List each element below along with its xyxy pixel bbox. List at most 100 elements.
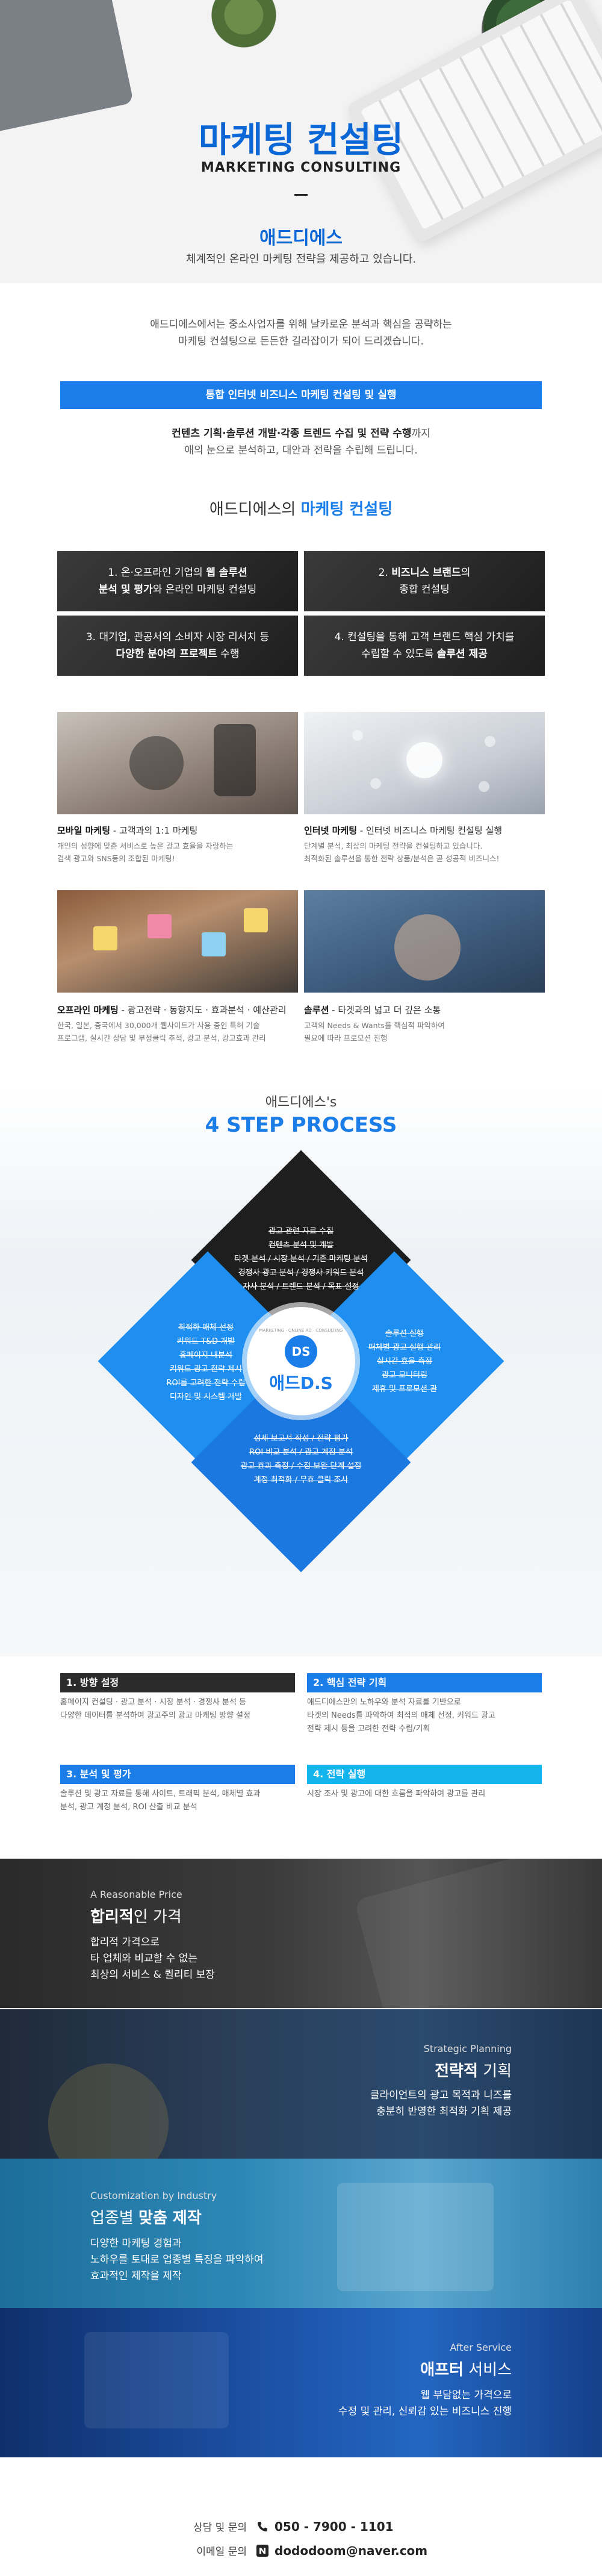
step-4-desc: 시장 조사 및 광고에 대한 흐름을 파악하여 광고를 관리 [307,1788,548,1801]
consulting-box-3: 3. 대기업, 관공서의 소비자 시장 리서치 등 다양한 분야의 프로젝트 수… [57,616,298,676]
contact-phone-row: 상담 및 문의 050 - 7900 - 1101 [181,2519,394,2534]
feature-desc: 웹 부담없는 가격으로 수정 및 관리, 신뢰감 있는 비즈니스 진행 [271,2387,512,2420]
process-item: 타겟 분석 / 시장 분석 / 기존 마케팅 분석 [234,1255,368,1264]
process-item: 광고 모니터링 [382,1371,427,1380]
divider [294,194,308,196]
box-text: 종합 컨설팅 [399,584,450,596]
process-top-text: 광고 관련 자료 수집 컨텐츠 분석 및 개발 타겟 분석 / 시장 분석 / … [194,1224,408,1294]
process-item: 경쟁사 광고 분석 / 경쟁사 키워드 분석 [238,1268,364,1277]
feature-desc-line: 타 업체와 비교할 수 없는 [90,1953,198,1965]
phone-number[interactable]: 050 - 7900 - 1101 [256,2519,394,2534]
process-item: 광고 관련 자료 수집 [268,1227,334,1236]
feature-title-bold: 애프터 [420,2361,464,2379]
step-desc-line: 애드디에스만의 노하우와 분석 자료를 기반으로 [307,1698,461,1707]
step-desc-line: 타겟의 Needs를 파악하여 최적의 매체 선정, 키워드 광고 [307,1711,496,1720]
feature-desc-line: 클라이언트의 광고 목적과 니즈를 [370,2089,512,2101]
process-right-text: 솔루션 실행 매체별 광고 실행 관리 실시간 효율 측정 광고 모니터링 제휴… [338,1327,471,1396]
consulting-title-strong: 마케팅 컨설팅 [300,501,393,519]
service-title-bold: 인터넷 마케팅 [304,825,358,836]
consulting-box-4: 4. 컨설팅을 통해 고객 브랜드 핵심 가치를 수립할 수 있도록 솔루션 제… [304,616,545,676]
intro-bold: 컨텐츠 기획·솔루션 개발·각종 트렌드 수집 및 전략 수행 [172,428,412,440]
service-title: 솔루션 - 타겟과의 넓고 더 깊은 소통 [304,1003,441,1016]
feature-title-pre: 업종별 [90,2209,139,2227]
step-4-label: 4. 전략 실행 [307,1765,542,1784]
process-item: 자사 분석 / 트렌드 분석 / 목표 설정 [243,1282,359,1291]
feature-tag: A Reasonable Price [90,1889,182,1900]
box-text: 수행 [217,648,240,660]
service-title-bold: 오프라인 마케팅 [57,1005,119,1015]
process-item: 키워드 광고 전략 제시 [169,1365,243,1374]
process-subtitle: 애드디에스's [265,1095,337,1110]
process-item: 실시간 효율 측정 [377,1357,432,1366]
hero-banner: 마케팅 컨설팅 MARKETING CONSULTING 애드디에스 체계적인 … [0,0,602,283]
feature-title-rest: 기획 [477,2062,512,2080]
center-logo: MARKETING · ONLINE AD · CONSULTING DS 애드… [247,1307,355,1415]
intro-rest: 까지 [411,428,430,440]
feature-title: 애프터 서비스 [361,2357,512,2380]
step-desc-line: 분석, 광고 계정 분석, ROI 산출 비교 분석 [60,1803,197,1812]
service-title-rest: - 인터넷 비즈니스 마케팅 컨설팅 실행 [357,825,503,836]
service-title-rest: - 타겟과의 넓고 더 깊은 소통 [329,1005,441,1015]
service-desc-line: 필요에 따라 프로모션 진행 [304,1034,388,1043]
service-title: 모바일 마케팅 - 고객과의 1:1 마케팅 [57,824,197,837]
logo-name: 애드D.S [269,1373,333,1393]
box-text: 4. 컨설팅을 통해 고객 브랜드 핵심 가치를 [334,631,515,643]
consulting-box-1: 1. 온·오프라인 기업의 웹 솔루션 분석 및 평가와 온라인 마케팅 컨설팅 [57,551,298,611]
phone-number-text: 050 - 7900 - 1101 [275,2519,394,2534]
process-item: 솔루션 실행 [385,1329,424,1338]
process-diagram: 광고 관련 자료 수집 컨텐츠 분석 및 개발 타겟 분석 / 시장 분석 / … [98,1150,504,1605]
step-3-label: 3. 분석 및 평가 [60,1765,295,1784]
hero-subtitle: 체계적인 온라인 마케팅 전략을 제공하고 있습니다. [185,253,417,266]
service-desc-line: 개인의 성향에 맞춘 서비스로 높은 광고 효율을 자랑하는 [57,841,234,850]
process-item: 키워드 T&D 개발 [176,1337,235,1346]
step-2-label: 2. 핵심 전략 기획 [307,1673,542,1692]
process-item: ROI를 고려한 전략 수립 [166,1379,246,1388]
box-text-bold: 웹 솔루션 [206,567,247,579]
process-item: 계정 최적화 / 무효 클릭 조사 [253,1476,349,1485]
step-3-desc: 솔루션 및 광고 자료를 통해 사이트, 트래픽 분석, 매체별 효과 분석, … [60,1788,301,1814]
process-bottom-text: 성세 보고서 작성 / 전략 평가 ROI 비교 분석 / 광고 계정 분석 광… [206,1432,396,1487]
phone-icon [256,2521,268,2533]
feature-desc: 다양한 마케팅 경험과 노하우를 토대로 업종별 특징을 파악하여 효과적인 제… [90,2236,264,2284]
naver-icon [256,2544,268,2557]
service-title-bold: 모바일 마케팅 [57,825,111,836]
service-title-rest: - 광고전략 · 동향지도 · 효과분석 · 예산관리 [118,1005,287,1015]
feature-desc-line: 웹 부담없는 가격으로 [420,2389,512,2401]
plant-image [199,0,289,60]
phone-label: 상담 및 문의 [193,2522,247,2534]
feature-title: 합리적인 가격 [90,1904,182,1927]
feature-desc-line: 최상의 서비스 & 퀄리티 보장 [90,1969,215,1981]
process-item: 매체별 광고 실행 관리 [368,1343,441,1352]
box-text-bold: 솔루션 제공 [436,648,488,660]
step-desc-line: 다양한 데이터를 분석하여 광고주의 광고 마케팅 방향 설정 [60,1711,250,1720]
feature-band-price: A Reasonable Price 합리적인 가격 합리적 가격으로 타 업체… [0,1859,602,2008]
feature-title-bold: 전략적 [435,2062,478,2080]
step-1-label: 1. 방향 설정 [60,1673,295,1692]
box-text-bold: 비즈니스 브랜드 [391,567,461,579]
box-text: 와 온라인 마케팅 컨설팅 [152,584,257,596]
intro-line: 애의 눈으로 분석하고, 대안과 전략을 수립해 드립니다. [184,444,418,457]
feature-title-bold: 맞춤 제작 [138,2209,202,2227]
integrated-consulting-bar: 통합 인터넷 비즈니스 마케팅 컨설팅 및 실행 [60,381,542,409]
intro-text-2: 컨텐츠 기획·솔루션 개발·각종 트렌드 수집 및 전략 수행까지 애의 눈으로… [0,425,602,459]
page-title-en: MARKETING CONSULTING [200,160,402,175]
feature-title-rest: 인 가격 [133,1908,182,1926]
box-text: 2. [378,567,392,579]
step-desc-line: 전략 제시 등을 고려한 전략 수립/기획 [307,1724,430,1733]
feature-desc: 합리적 가격으로 타 업체와 비교할 수 없는 최상의 서비스 & 퀄리티 보장 [90,1935,215,1983]
service-desc-line: 단계별 분석, 최상의 마케팅 전략을 컨설팅하고 있습니다. [304,841,483,850]
service-desc: 단계별 분석, 최상의 마케팅 전략을 컨설팅하고 있습니다.최적화된 솔루션을… [304,840,500,865]
intro-line: 마케팅 컨설팅으로 든든한 길라잡이가 되어 드리겠습니다. [178,335,424,348]
feature-title: 전략적 기획 [361,2059,512,2081]
feature-desc: 클라이언트의 광고 목적과 니즈를 충분히 반영한 최적화 기획 제공 [301,2088,512,2120]
consulting-box-2: 2. 비즈니스 브랜드의 종합 컨설팅 [304,551,545,611]
feature-band-custom: Customization by Industry 업종별 맞춤 제작 다양한 … [0,2159,602,2308]
internet-marketing-image [304,712,545,814]
process-left-text: 최적화 매체 선정 키워드 T&D 개발 홍페이지 내분석 키워드 광고 전략 … [134,1321,278,1404]
logo-mark-icon: DS [285,1335,317,1368]
intro-text: 애드디에스에서는 중소사업자를 위해 날카로운 분석과 핵심을 공략하는 마케팅… [0,316,602,350]
email-address[interactable]: dododoom@naver.com [256,2543,427,2558]
service-title-bold: 솔루션 [304,1005,329,1015]
